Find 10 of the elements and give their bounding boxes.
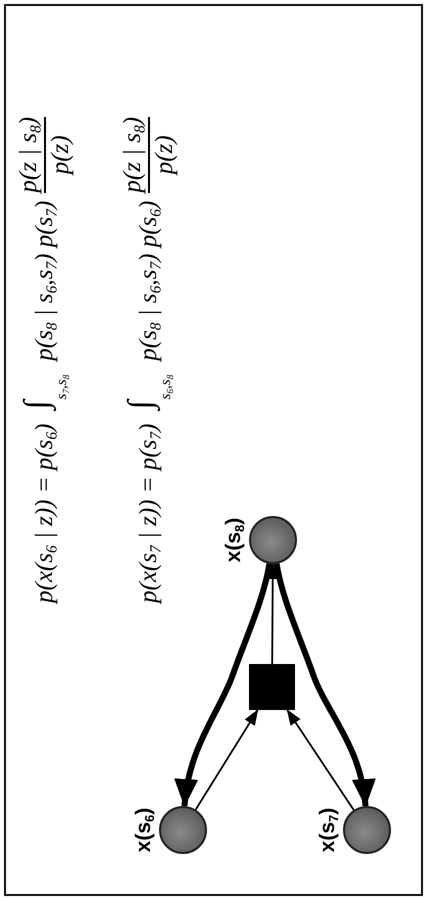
factor-square (249, 664, 295, 710)
arrow (266, 563, 279, 664)
integral-sign: ∫ (124, 400, 158, 410)
fraction-denominator: p(z) (46, 135, 75, 174)
integral-sign: ∫ (20, 400, 54, 410)
arrow (286, 709, 354, 810)
arrow (194, 709, 258, 810)
fraction-denominator: p(z) (150, 135, 179, 174)
thick-arrow (175, 563, 272, 808)
thick-arrow (274, 563, 375, 808)
